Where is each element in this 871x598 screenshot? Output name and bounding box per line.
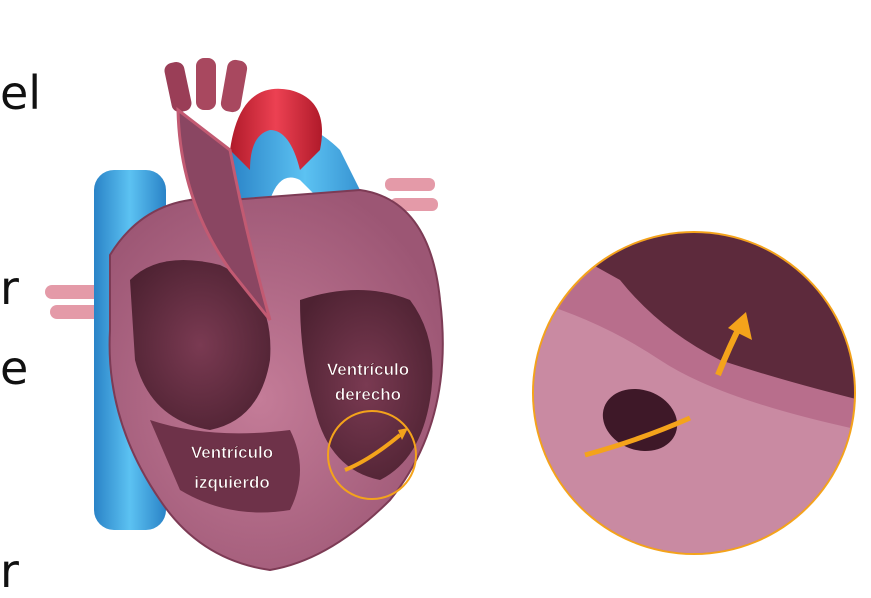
heart-illustration: Ventrículo derecho Ventrículo izquierdo xyxy=(0,0,871,583)
right-ventricle-label: derecho xyxy=(335,385,401,404)
slide-canvas: el r e r xyxy=(0,0,871,583)
right-ventricle-label: Ventrículo xyxy=(327,360,409,379)
left-ventricle-label: Ventrículo xyxy=(191,443,273,462)
zoom-inset xyxy=(530,230,860,560)
left-ventricle-label: izquierdo xyxy=(194,473,270,492)
